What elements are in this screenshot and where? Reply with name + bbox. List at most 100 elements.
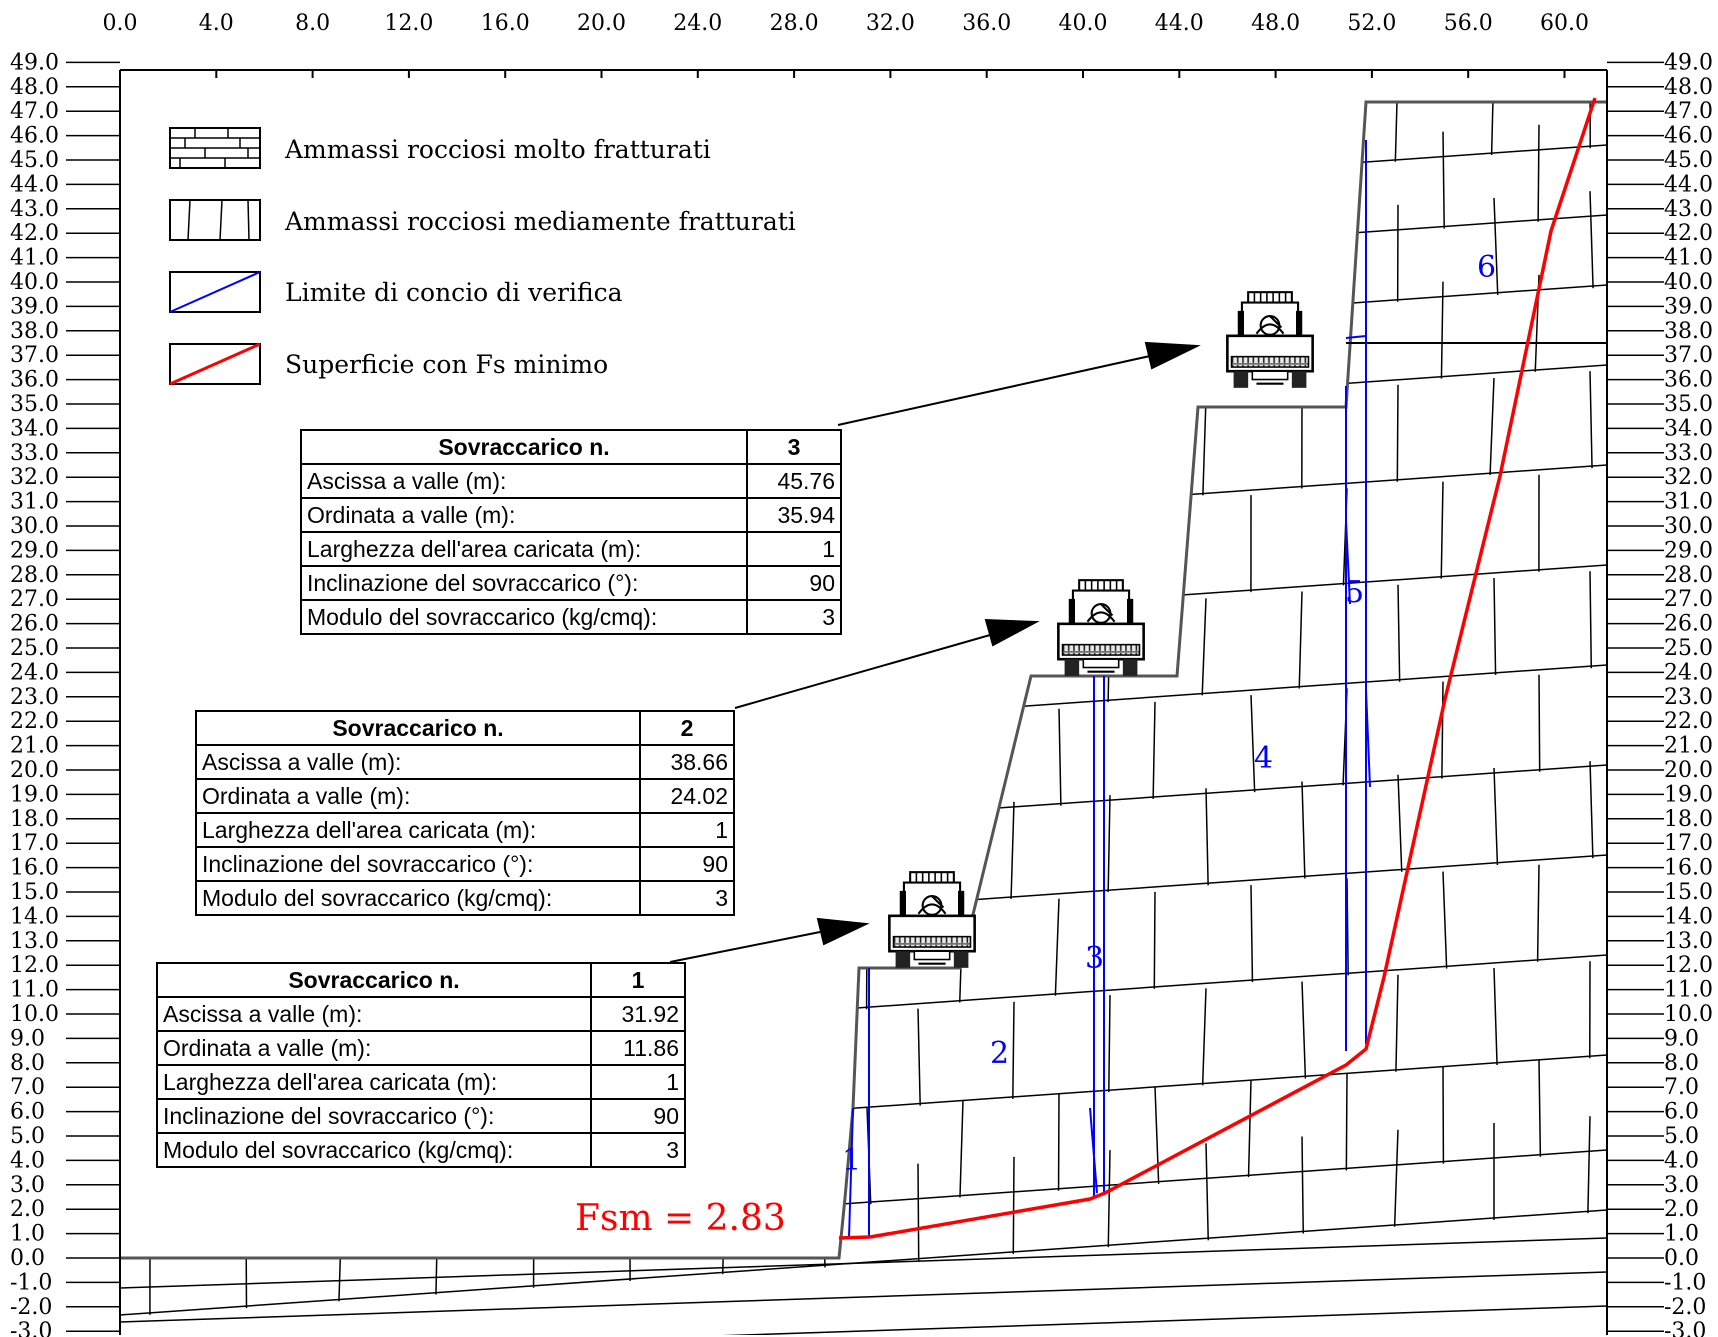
y-tick-label-left: 20.0 bbox=[10, 758, 59, 783]
load-row-label: Ordinata a valle (m): bbox=[300, 497, 748, 533]
load-row-value: 1 bbox=[746, 531, 842, 567]
y-tick-label-left: 16.0 bbox=[10, 856, 59, 881]
x-tick-label: 36.0 bbox=[962, 11, 1011, 36]
y-tick-label-left: 21.0 bbox=[10, 734, 59, 759]
slice-label-group: 1 2 3 4 5 6 bbox=[842, 250, 1496, 1178]
y-tick-label-right: 25.0 bbox=[1664, 636, 1713, 661]
y-tick-label-left: 12.0 bbox=[10, 953, 59, 978]
y-tick-label-right: 0.0 bbox=[1664, 1246, 1699, 1271]
legend-label-moderately-fractured: Ammassi rocciosi mediamente fratturati bbox=[284, 207, 796, 236]
load-row-value: 3 bbox=[590, 1132, 686, 1168]
load-row-value: 90 bbox=[639, 846, 735, 882]
load-row-label: Larghezza dell'area caricata (m): bbox=[300, 531, 748, 567]
y-tick-label-left: 2.0 bbox=[10, 1197, 45, 1222]
x-tick-label: 28.0 bbox=[770, 11, 819, 36]
slice-label-3: 3 bbox=[1085, 941, 1104, 976]
load-row-label: Ordinata a valle (m): bbox=[195, 778, 641, 814]
load-row-value: 1 bbox=[639, 812, 735, 848]
load-row-label: Inclinazione del sovraccarico (°): bbox=[156, 1098, 592, 1134]
y-tick-label-left: -2.0 bbox=[10, 1295, 52, 1320]
x-tick-label: 20.0 bbox=[577, 11, 626, 36]
x-tick-label: 44.0 bbox=[1155, 11, 1204, 36]
slice-label-1: 1 bbox=[842, 1143, 861, 1178]
y-tick-label-left: 41.0 bbox=[10, 246, 59, 271]
x-tick-label: 16.0 bbox=[481, 11, 530, 36]
y-tick-label-left: 38.0 bbox=[10, 319, 59, 344]
y-tick-label-right: 7.0 bbox=[1664, 1075, 1699, 1100]
legend-label-very-fractured: Ammassi rocciosi molto fratturati bbox=[284, 135, 711, 164]
y-tick-label-right: 44.0 bbox=[1664, 172, 1713, 197]
load-row-value: 1 bbox=[590, 1064, 686, 1100]
load-row-value: 31.92 bbox=[590, 996, 686, 1032]
load-row-label: Inclinazione del sovraccarico (°): bbox=[195, 846, 641, 882]
y-tick-label-right: 31.0 bbox=[1664, 490, 1713, 515]
y-tick-label-left: 3.0 bbox=[10, 1173, 45, 1198]
load-table-3: Sovraccarico n. 3 Ascissa a valle (m):45… bbox=[300, 429, 842, 635]
y-tick-label-left: 24.0 bbox=[10, 660, 59, 685]
legend-label-min-fs-surface: Superficie con Fs minimo bbox=[285, 350, 608, 379]
x-tick-label: 60.0 bbox=[1540, 11, 1589, 36]
y-tick-label-left: 27.0 bbox=[10, 587, 59, 612]
y-tick-label-right: 20.0 bbox=[1664, 758, 1713, 783]
load-row-label: Inclinazione del sovraccarico (°): bbox=[300, 565, 748, 601]
y-tick-label-left: 46.0 bbox=[10, 124, 59, 149]
y-tick-label-right: 15.0 bbox=[1664, 880, 1713, 905]
slip-surface bbox=[838, 97, 1597, 1240]
y-tick-label-right: 37.0 bbox=[1664, 343, 1713, 368]
y-tick-label-right: 17.0 bbox=[1664, 831, 1713, 856]
y-tick-label-left: 5.0 bbox=[10, 1124, 45, 1149]
very-fractured-rock-icon bbox=[169, 127, 261, 169]
y-tick-label-left: 29.0 bbox=[10, 538, 59, 563]
x-tick-label: 32.0 bbox=[866, 11, 915, 36]
y-tick-label-left: 40.0 bbox=[10, 270, 59, 295]
y-tick-label-right: 36.0 bbox=[1664, 368, 1713, 393]
y-tick-label-left: 8.0 bbox=[10, 1051, 45, 1076]
y-tick-label-right: 4.0 bbox=[1664, 1148, 1699, 1173]
load-row-label: Ascissa a valle (m): bbox=[156, 996, 592, 1032]
y-tick-label-right: 12.0 bbox=[1664, 953, 1713, 978]
load-row-value: 38.66 bbox=[639, 744, 735, 780]
y-tick-label-right: 16.0 bbox=[1664, 856, 1713, 881]
y-tick-label-right: 47.0 bbox=[1664, 99, 1713, 124]
y-tick-label-left: 25.0 bbox=[10, 636, 59, 661]
y-tick-label-left: 37.0 bbox=[10, 343, 59, 368]
y-tick-label-right: 41.0 bbox=[1664, 246, 1713, 271]
y-tick-label-left: 44.0 bbox=[10, 172, 59, 197]
y-tick-label-right: 9.0 bbox=[1664, 1026, 1699, 1051]
y-tick-label-right: 32.0 bbox=[1664, 465, 1713, 490]
y-tick-label-right: 10.0 bbox=[1664, 1002, 1713, 1027]
load-row-value: 24.02 bbox=[639, 778, 735, 814]
y-tick-label-right: 3.0 bbox=[1664, 1173, 1699, 1198]
y-tick-label-left: 34.0 bbox=[10, 416, 59, 441]
y-tick-label-left: 47.0 bbox=[10, 99, 59, 124]
y-tick-label-right: 33.0 bbox=[1664, 441, 1713, 466]
x-tick-label: 0.0 bbox=[103, 11, 138, 36]
y-tick-label-right: 6.0 bbox=[1664, 1100, 1699, 1125]
y-tick-label-right: 30.0 bbox=[1664, 514, 1713, 539]
y-tick-label-right: 49.0 bbox=[1664, 50, 1713, 75]
min-fs-surface-icon bbox=[169, 342, 261, 386]
load-row-value: 90 bbox=[746, 565, 842, 601]
load-row-label: Larghezza dell'area caricata (m): bbox=[156, 1064, 592, 1100]
y-tick-label-right: 34.0 bbox=[1664, 416, 1713, 441]
y-tick-label-left: 36.0 bbox=[10, 368, 59, 393]
y-tick-label-right: 22.0 bbox=[1664, 709, 1713, 734]
y-tick-label-right: 39.0 bbox=[1664, 294, 1713, 319]
load-table-number: 2 bbox=[639, 710, 735, 746]
slice-label-4: 4 bbox=[1254, 741, 1273, 776]
load-table-header: Sovraccarico n. bbox=[156, 962, 592, 998]
load-row-label: Larghezza dell'area caricata (m): bbox=[195, 812, 641, 848]
slice-label-6: 6 bbox=[1477, 250, 1496, 285]
load-table-header: Sovraccarico n. bbox=[195, 710, 641, 746]
y-axis-right: 49.048.047.046.045.044.043.042.041.040.0… bbox=[1607, 50, 1713, 1337]
y-tick-label-right: 5.0 bbox=[1664, 1124, 1699, 1149]
y-tick-label-right: 38.0 bbox=[1664, 319, 1713, 344]
load-row-value: 90 bbox=[590, 1098, 686, 1134]
factor-of-safety-label: Fsm = 2.83 bbox=[575, 1198, 786, 1239]
load-row-label: Ascissa a valle (m): bbox=[300, 463, 748, 499]
legend-label-slice-limit: Limite di concio di verifica bbox=[285, 278, 623, 307]
drill-machine-2 bbox=[1057, 578, 1145, 678]
slice-limit-icon bbox=[169, 271, 261, 313]
moderately-fractured-rock-icon bbox=[169, 199, 261, 241]
load-row-label: Modulo del sovraccarico (kg/cmq): bbox=[300, 599, 748, 635]
